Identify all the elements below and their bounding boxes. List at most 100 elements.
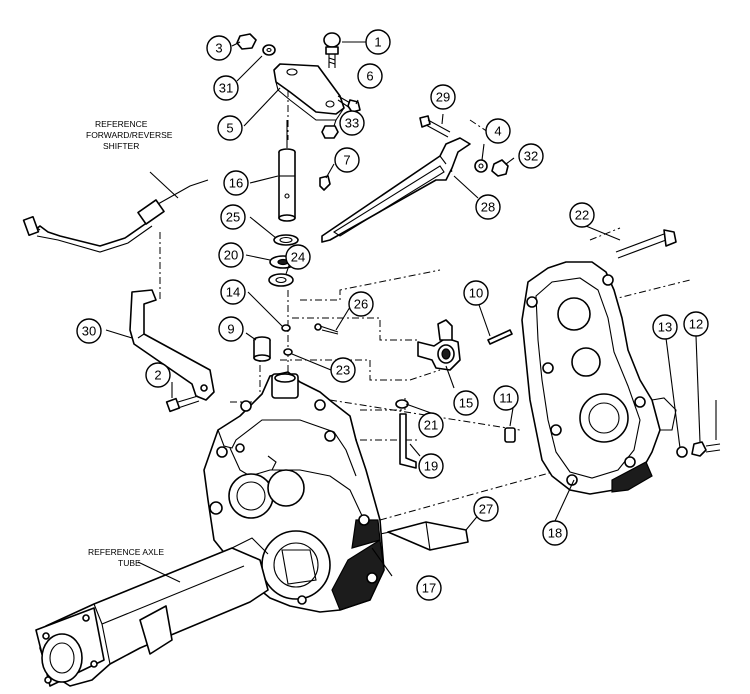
reference-shifter-label: REFERENCE FORWARD/REVERSE SHIFTER bbox=[86, 119, 173, 151]
washer-4 bbox=[474, 159, 488, 173]
svg-text:11: 11 bbox=[499, 391, 513, 406]
svg-text:14: 14 bbox=[226, 285, 240, 300]
nut-33 bbox=[321, 125, 339, 139]
pin-7 bbox=[319, 175, 331, 191]
callout-2: 2 bbox=[145, 362, 171, 388]
callout-12: 12 bbox=[683, 311, 709, 337]
svg-text:10: 10 bbox=[469, 286, 483, 301]
pin-10 bbox=[487, 329, 513, 345]
callout-27: 27 bbox=[473, 496, 499, 522]
washer-31 bbox=[262, 44, 276, 56]
svg-text:REFERENCE AXLE: REFERENCE AXLE bbox=[88, 547, 164, 557]
svg-text:2: 2 bbox=[154, 368, 161, 383]
shaft-16 bbox=[278, 120, 296, 222]
svg-text:16: 16 bbox=[229, 176, 243, 191]
callout-7: 7 bbox=[334, 147, 360, 173]
callout-25: 25 bbox=[220, 204, 246, 230]
svg-text:TUBE: TUBE bbox=[118, 558, 141, 568]
callout-18: 18 bbox=[542, 520, 568, 546]
svg-text:15: 15 bbox=[459, 396, 473, 411]
ring-25 bbox=[273, 234, 299, 246]
ring-14 bbox=[281, 324, 291, 332]
callout-28: 28 bbox=[475, 194, 501, 220]
svg-text:9: 9 bbox=[227, 322, 234, 337]
svg-text:4: 4 bbox=[494, 124, 501, 139]
bracket-30 bbox=[129, 289, 215, 401]
plug-9 bbox=[253, 336, 271, 362]
svg-text:29: 29 bbox=[436, 90, 450, 105]
svg-text:31: 31 bbox=[219, 81, 233, 96]
svg-text:17: 17 bbox=[422, 581, 436, 596]
bolt-29 bbox=[419, 115, 451, 138]
svg-text:3: 3 bbox=[215, 41, 222, 56]
svg-text:32: 32 bbox=[524, 149, 538, 164]
svg-text:27: 27 bbox=[479, 502, 493, 517]
bolt-12 bbox=[691, 400, 721, 457]
svg-text:20: 20 bbox=[224, 248, 238, 263]
axle-tube bbox=[35, 537, 269, 687]
linkage-28 bbox=[321, 137, 471, 243]
bolt-2 bbox=[165, 395, 200, 413]
pivot-bolt-1 bbox=[323, 32, 341, 68]
callout-31: 31 bbox=[213, 75, 239, 101]
callout-3: 3 bbox=[206, 35, 232, 61]
svg-text:SHIFTER: SHIFTER bbox=[103, 141, 139, 151]
callout-6: 6 bbox=[357, 63, 383, 89]
callout-32: 32 bbox=[518, 143, 544, 169]
sealant-tube-27 bbox=[379, 521, 469, 551]
callout-26: 26 bbox=[348, 291, 374, 317]
callout-30: 30 bbox=[76, 318, 102, 344]
svg-text:26: 26 bbox=[354, 297, 368, 312]
callout-4: 4 bbox=[485, 118, 511, 144]
callout-24: 24 bbox=[285, 244, 311, 270]
svg-text:21: 21 bbox=[424, 418, 438, 433]
svg-text:1: 1 bbox=[374, 35, 381, 50]
svg-text:5: 5 bbox=[226, 121, 233, 136]
svg-text:19: 19 bbox=[424, 459, 438, 474]
svg-text:13: 13 bbox=[658, 320, 672, 335]
svg-text:25: 25 bbox=[226, 210, 240, 225]
cotter-pin-26 bbox=[314, 323, 339, 335]
svg-text:23: 23 bbox=[336, 363, 350, 378]
reference-axle-tube-label: REFERENCE AXLE TUBE bbox=[88, 547, 164, 568]
svg-text:6: 6 bbox=[366, 69, 373, 84]
svg-text:FORWARD/REVERSE: FORWARD/REVERSE bbox=[86, 130, 173, 140]
svg-text:30: 30 bbox=[82, 324, 96, 339]
svg-text:12: 12 bbox=[689, 317, 703, 332]
callout-19: 19 bbox=[418, 453, 444, 479]
callout-29: 29 bbox=[430, 84, 456, 110]
ring-23 bbox=[283, 348, 293, 356]
callout-23: 23 bbox=[330, 357, 356, 383]
callout-21: 21 bbox=[418, 412, 444, 438]
svg-text:22: 22 bbox=[575, 208, 589, 223]
svg-text:28: 28 bbox=[481, 200, 495, 215]
callout-15: 15 bbox=[453, 390, 479, 416]
callout-17: 17 bbox=[416, 575, 442, 601]
washer-21 bbox=[395, 399, 409, 409]
rod-19 bbox=[399, 413, 417, 469]
nut-32 bbox=[491, 159, 509, 177]
callout-11: 11 bbox=[493, 385, 519, 411]
svg-text:24: 24 bbox=[291, 250, 305, 265]
callout-1: 1 bbox=[365, 29, 391, 55]
callout-20: 20 bbox=[218, 242, 244, 268]
leader-lines bbox=[105, 41, 701, 583]
callout-9: 9 bbox=[218, 316, 244, 342]
callout-16: 16 bbox=[223, 170, 249, 196]
shifter-cable bbox=[22, 179, 209, 253]
callout-5: 5 bbox=[217, 115, 243, 141]
callout-13: 13 bbox=[652, 314, 678, 340]
svg-text:33: 33 bbox=[345, 116, 359, 131]
lever-arm-5 bbox=[273, 63, 345, 121]
bolt-22 bbox=[615, 229, 677, 259]
shift-lever-15 bbox=[417, 319, 461, 371]
callout-33: 33 bbox=[339, 110, 365, 136]
svg-text:18: 18 bbox=[548, 526, 562, 541]
dowel-11 bbox=[504, 427, 516, 443]
callout-22: 22 bbox=[569, 202, 595, 228]
housing-cover-18 bbox=[521, 261, 677, 495]
washer-13 bbox=[676, 446, 688, 458]
svg-text:REFERENCE: REFERENCE bbox=[95, 119, 148, 129]
svg-text:7: 7 bbox=[343, 153, 350, 168]
